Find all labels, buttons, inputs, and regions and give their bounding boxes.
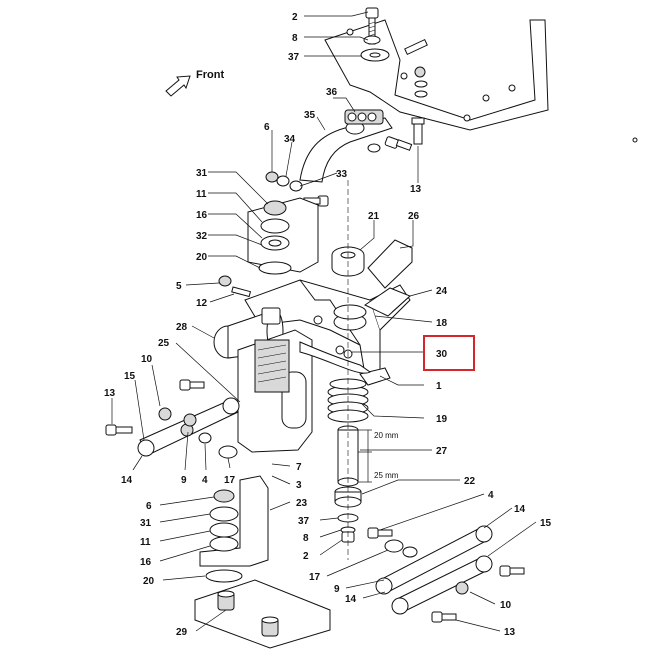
washer-17-left bbox=[218, 445, 238, 459]
callout-4-right: 4 bbox=[488, 490, 494, 501]
front-label: Front bbox=[196, 69, 224, 81]
callout-24: 24 bbox=[436, 286, 448, 297]
callout-28: 28 bbox=[176, 322, 188, 333]
leader-lines bbox=[111, 11, 537, 632]
callout-21: 21 bbox=[368, 211, 380, 222]
washer-20-top bbox=[258, 261, 292, 275]
dimension-lower-label: 25 mm bbox=[374, 471, 399, 480]
bolt-13-right bbox=[431, 611, 457, 623]
callout-11-top: 11 bbox=[196, 189, 207, 200]
arm-35 bbox=[299, 117, 393, 183]
callout-16-bottom: 16 bbox=[140, 557, 152, 568]
callout-13-left: 13 bbox=[104, 388, 116, 399]
base-plate-29 bbox=[194, 579, 331, 649]
callout-17-right: 17 bbox=[309, 572, 321, 583]
left-link-arm bbox=[137, 397, 240, 457]
washer-17-right bbox=[384, 539, 404, 553]
bolt-far-right bbox=[499, 565, 525, 577]
callout-31-bottom: 31 bbox=[140, 518, 152, 529]
bolt-13-left bbox=[105, 424, 133, 436]
callout-36: 36 bbox=[326, 87, 338, 98]
callout-8-top: 8 bbox=[292, 33, 298, 44]
callout-9-right: 9 bbox=[334, 584, 340, 595]
callout-37-top: 37 bbox=[288, 52, 300, 63]
callout-11-bottom: 11 bbox=[140, 537, 151, 548]
fitting-36 bbox=[344, 109, 384, 125]
upper-bracket bbox=[247, 197, 319, 273]
callout-14-left: 14 bbox=[121, 475, 133, 486]
callout-10-left: 10 bbox=[141, 354, 153, 365]
callout-10-right: 10 bbox=[500, 600, 512, 611]
callout-8-bottom: 8 bbox=[303, 533, 309, 544]
bolt-upper-left bbox=[179, 379, 205, 391]
callout-6-bottom: 6 bbox=[146, 501, 152, 512]
callout-20-bottom: 20 bbox=[143, 576, 155, 587]
washer-20-bottom bbox=[205, 569, 243, 583]
pin-12 bbox=[231, 286, 252, 298]
callout-18: 18 bbox=[436, 318, 448, 329]
lower-bracket-23 bbox=[199, 475, 269, 567]
callout-19: 19 bbox=[436, 414, 448, 425]
callout-1: 1 bbox=[436, 381, 442, 392]
callout-31-top: 31 bbox=[196, 168, 208, 179]
bracket-26 bbox=[367, 239, 413, 289]
callout-highlight-box bbox=[423, 335, 475, 371]
callout-9-left: 9 bbox=[181, 475, 187, 486]
callout-30: 30 bbox=[436, 349, 448, 360]
callout-7: 7 bbox=[296, 462, 302, 473]
callout-6-top: 6 bbox=[264, 122, 270, 133]
callout-20-top: 20 bbox=[196, 252, 208, 263]
dimension-upper-label: 20 mm bbox=[374, 431, 399, 440]
callout-14-right-top: 14 bbox=[514, 504, 526, 515]
callout-37-bottom: 37 bbox=[298, 516, 310, 527]
nut-5 bbox=[218, 275, 232, 287]
callout-33: 33 bbox=[336, 169, 348, 180]
callout-13-right: 13 bbox=[504, 627, 516, 638]
callout-13-top: 13 bbox=[410, 184, 422, 195]
callout-labels: 2 8 37 36 35 6 34 33 13 31 11 16 32 20 2… bbox=[104, 12, 552, 638]
top-mounting-plate bbox=[324, 19, 638, 143]
callout-15-right: 15 bbox=[540, 518, 552, 529]
washer-4-left bbox=[198, 432, 212, 444]
callout-22: 22 bbox=[464, 476, 476, 487]
callout-17-left: 17 bbox=[224, 475, 236, 486]
callout-26: 26 bbox=[408, 211, 420, 222]
callout-32: 32 bbox=[196, 231, 208, 242]
callout-4-left: 4 bbox=[202, 475, 208, 486]
housing-25 bbox=[237, 329, 313, 453]
callout-2-bottom: 2 bbox=[303, 551, 309, 562]
callout-2-top: 2 bbox=[292, 12, 298, 23]
callout-12: 12 bbox=[196, 298, 208, 309]
nut-10-right bbox=[455, 581, 469, 595]
washer-8-top bbox=[363, 35, 381, 45]
callout-27: 27 bbox=[436, 446, 448, 457]
damper-27 bbox=[337, 425, 372, 487]
washer-18 bbox=[333, 304, 367, 320]
front-direction-indicator: Front bbox=[165, 69, 224, 97]
callout-34: 34 bbox=[284, 134, 296, 145]
callout-25: 25 bbox=[158, 338, 170, 349]
callout-15-left: 15 bbox=[124, 371, 136, 382]
bolt-4-right bbox=[367, 527, 393, 539]
callout-3: 3 bbox=[296, 480, 302, 491]
bolt-13-top bbox=[384, 117, 425, 151]
callout-23: 23 bbox=[296, 498, 308, 509]
callout-29: 29 bbox=[176, 627, 188, 638]
callout-35: 35 bbox=[304, 110, 316, 121]
callout-5: 5 bbox=[176, 281, 182, 292]
nut-10-left bbox=[158, 407, 172, 421]
right-link-arms bbox=[375, 525, 493, 615]
link-30 bbox=[299, 341, 371, 374]
callout-16-top: 16 bbox=[196, 210, 208, 221]
plate-nuts bbox=[414, 66, 428, 98]
callout-14-right-bottom: 14 bbox=[345, 594, 357, 605]
